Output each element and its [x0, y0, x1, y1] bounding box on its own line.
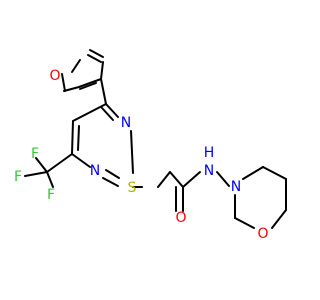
bond: [101, 107, 114, 121]
atom-label-fluorine-left: F: [14, 169, 22, 185]
bond: [77, 125, 80, 151]
molecule-structure: O N N S F F F O N H N O: [14, 49, 287, 242]
bond: [46, 171, 54, 188]
bond: [102, 177, 119, 187]
bond: [71, 153, 91, 168]
atom-label-pyrimidine-nitrogen-1: N: [90, 163, 100, 179]
atom-label-amide-nitrogen: N: [204, 163, 214, 179]
bond: [157, 171, 171, 188]
bond: [105, 103, 119, 118]
bond: [71, 120, 74, 155]
molecule-canvas: O N N S F F F O N H N O: [14, 49, 287, 242]
atom-label-pyrimidine-nitrogen-3: N: [121, 115, 131, 131]
atom-label-fluorine-top: F: [31, 146, 39, 162]
bond: [271, 209, 287, 229]
atom-label-amide-hydrogen: H: [204, 145, 215, 161]
bond: [46, 153, 73, 173]
bond: [262, 166, 287, 180]
bond: [105, 169, 120, 179]
bond: [87, 54, 102, 63]
bond: [71, 59, 81, 73]
bond: [35, 157, 48, 173]
bond: [169, 171, 184, 188]
atom-label-carbonyl-oxygen: O: [175, 210, 186, 226]
atom-label-sulfur: S: [128, 180, 137, 196]
bond: [130, 130, 134, 174]
bond: [234, 217, 255, 229]
bond: [79, 82, 97, 90]
atom-label-morpholine-oxygen: O: [257, 226, 268, 242]
bond: [89, 49, 104, 58]
bonds: [24, 49, 287, 229]
bond: [61, 73, 66, 92]
bond: [63, 86, 80, 92]
bond: [78, 78, 102, 88]
atom-labels: O N N S F F F O N H N O: [14, 68, 269, 242]
bond: [182, 171, 201, 188]
bond: [72, 103, 107, 122]
bond: [242, 166, 264, 180]
atom-label-furan-oxygen: O: [49, 68, 60, 84]
atom-label-morpholine-nitrogen: N: [231, 179, 241, 195]
bond: [100, 78, 107, 105]
atom-label-fluorine-bottom: F: [47, 187, 55, 203]
bond: [100, 61, 104, 80]
bond: [216, 171, 230, 187]
bond: [24, 171, 48, 177]
